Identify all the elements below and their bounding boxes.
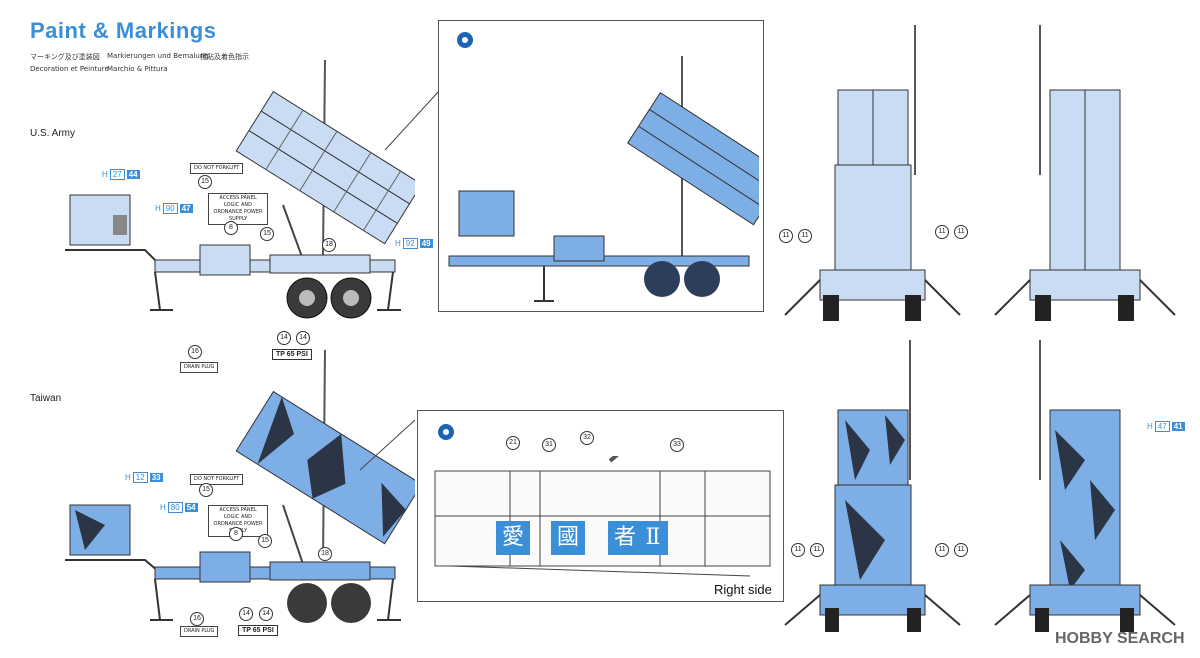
subtitle-italian: Marchio & Pittura xyxy=(107,65,168,73)
us-tag-drain-plug: DRAIN PLUG xyxy=(180,362,219,373)
us-callout-14b: 14 xyxy=(296,331,310,345)
tw-front-callout-11a: 11 xyxy=(791,543,805,557)
tw-front-callout-11b: 11 xyxy=(810,543,824,557)
us-front-callout-11a: 11 xyxy=(779,229,793,243)
kanji-decal-3: 者 xyxy=(608,521,642,555)
section-label-us-army: U.S. Army xyxy=(30,128,76,139)
watermark-text: HOBBY SEARCH xyxy=(1055,630,1185,647)
us-callout-18: 18 xyxy=(322,238,336,252)
page-title: Paint & Markings xyxy=(30,18,217,43)
us-tag-access-panel: ACCESS PANEL LOGIC AND ORDNANCE POWER SU… xyxy=(208,193,268,225)
detail-callout-31: 31 xyxy=(542,438,556,452)
tw-tire-pressure-label: TP 65 PSI xyxy=(238,625,278,636)
subtitle-french: Decoration et Peinture xyxy=(30,65,109,73)
tw-front-view-drawing xyxy=(784,340,961,632)
tw-side-view-drawing xyxy=(65,349,415,623)
us-front-callout-11b: 11 xyxy=(798,229,812,243)
right-side-label: Right side xyxy=(714,582,772,597)
us-front-callout-11d: 11 xyxy=(954,225,968,239)
us-side-view-drawing xyxy=(65,59,415,319)
tw-callout-16: 16 xyxy=(190,612,204,626)
detail-callout-33: 33 xyxy=(670,438,684,452)
section-label-taiwan: Taiwan xyxy=(30,393,62,404)
paint-color-icon xyxy=(457,32,473,48)
paint-color-icon-2 xyxy=(438,424,454,440)
tw-detail-pointer xyxy=(359,419,416,471)
us-detail-panel xyxy=(438,20,764,312)
us-front-view-drawing xyxy=(784,25,961,321)
us-callout-14a: 14 xyxy=(277,331,291,345)
us-tire-pressure-label: TP 65 PSI xyxy=(272,349,312,360)
tw-tag-forklift: DO NOT FORKLIFT xyxy=(190,474,244,485)
tw-front-callout-11c: 11 xyxy=(935,543,949,557)
tw-rear-view-drawing xyxy=(994,340,1176,632)
tw-callout-14b: 14 xyxy=(259,607,273,621)
kanji-decal-2: 國 xyxy=(551,521,585,555)
tw-callout-15b: 15 xyxy=(258,534,272,548)
tw-callout-15a: 15 xyxy=(199,483,213,497)
us-callout-8: 8 xyxy=(224,221,238,235)
tw-tag-drain-plug: DRAIN PLUG xyxy=(180,626,219,637)
subtitle-japanese: マーキング及び塗装図 xyxy=(30,53,100,61)
detail-callout-21: 21 xyxy=(506,436,520,450)
tw-callout-8: 8 xyxy=(229,527,243,541)
us-callout-15a: 15 xyxy=(198,175,212,189)
us-detail-pointer xyxy=(384,89,441,151)
subtitle-german: Markierungen und Bemalung xyxy=(107,52,209,60)
tw-callout-14a: 14 xyxy=(239,607,253,621)
tw-canister-side-drawing xyxy=(434,456,771,577)
subtitle-chinese: 標貼及着色指示 xyxy=(200,53,249,61)
detail-callout-32: 32 xyxy=(580,431,594,445)
tw-callout-18: 18 xyxy=(318,547,332,561)
tw-front-callout-11d: 11 xyxy=(954,543,968,557)
kanji-decal-4: Ⅱ xyxy=(638,521,668,555)
us-rear-view-drawing xyxy=(994,25,1176,321)
us-blue-launcher-drawing xyxy=(448,56,759,302)
us-callout-15b: 15 xyxy=(260,227,274,241)
tw-detail-panel: 21 31 32 33 愛 國 者 Ⅱ Right side xyxy=(417,410,784,602)
us-front-callout-11c: 11 xyxy=(935,225,949,239)
us-tag-forklift: DO NOT FORKLIFT xyxy=(190,163,244,174)
kanji-decal-1: 愛 xyxy=(496,521,530,555)
us-callout-16: 16 xyxy=(188,345,202,359)
